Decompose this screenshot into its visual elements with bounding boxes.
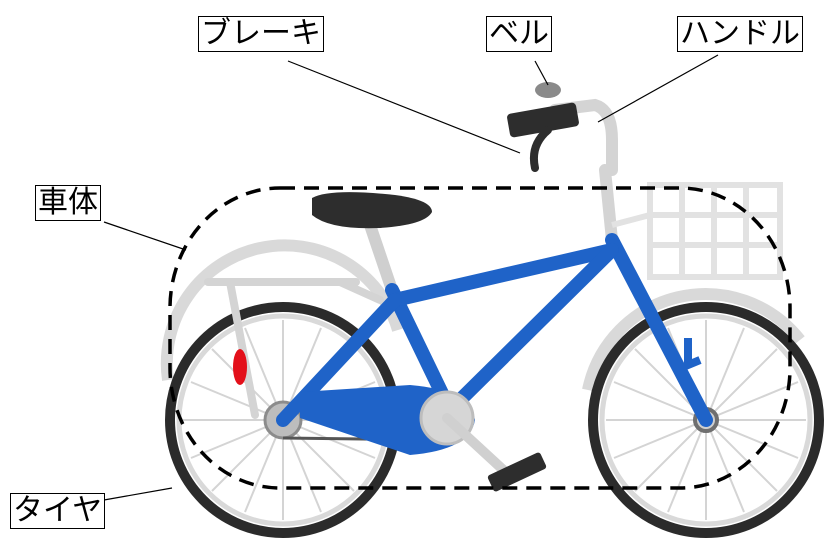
label-bell: ベル [486, 16, 552, 52]
crank-arm [442, 413, 517, 483]
bell [535, 82, 561, 98]
kickstand [684, 338, 702, 371]
label-brake: ブレーキ [198, 16, 324, 52]
body-dashed-outline [168, 186, 792, 490]
leader-lines [103, 54, 719, 501]
label-handle: ハンドル [677, 16, 803, 52]
handle-grip [507, 102, 579, 138]
label-tire: タイヤ [10, 493, 106, 529]
label-body: 車体 [35, 185, 101, 221]
rear-fender [160, 239, 404, 381]
seat-post [364, 223, 398, 292]
pedal [487, 452, 547, 492]
rear-rack [204, 278, 384, 419]
basket [611, 182, 783, 280]
front-fender [582, 288, 805, 392]
brake-lever [529, 126, 552, 172]
rear-reflector [233, 349, 247, 385]
saddle [312, 192, 432, 229]
